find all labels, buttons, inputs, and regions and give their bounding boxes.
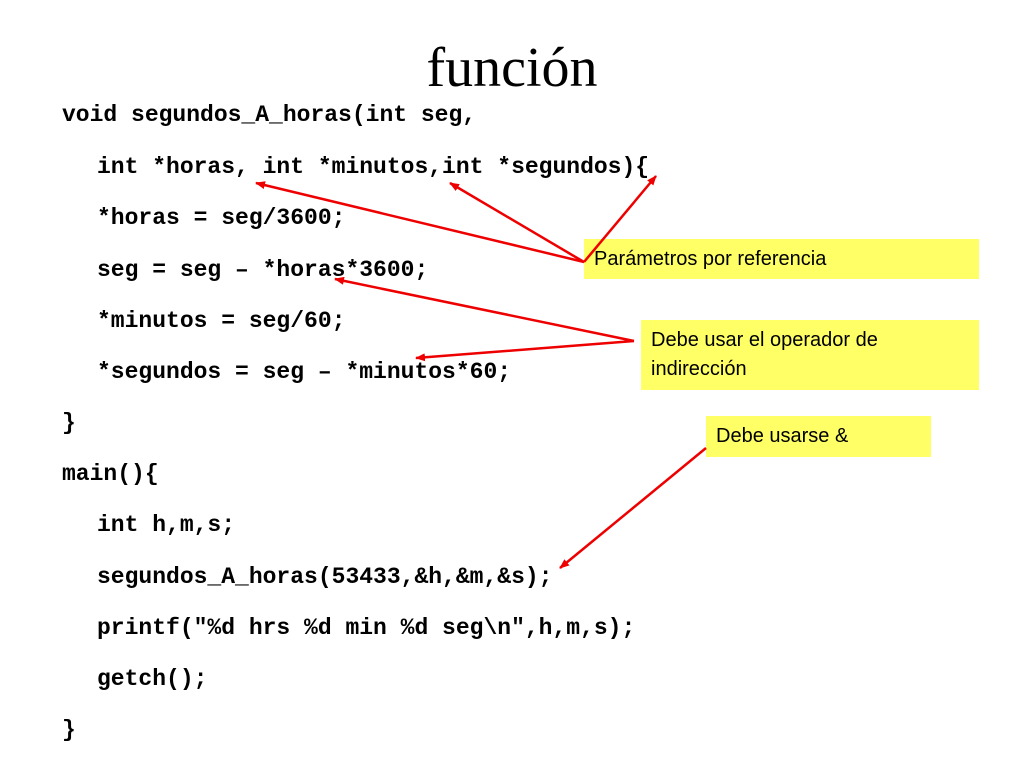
code-line-1: void segundos_A_horas(int seg, <box>62 102 477 128</box>
code-line-9: int h,m,s; <box>97 512 236 538</box>
arrow-to-minutos-60 <box>415 339 635 362</box>
code-line-8: main(){ <box>62 461 159 487</box>
code-line-7: } <box>62 410 76 436</box>
arrow-to-horas-3600 <box>334 276 635 343</box>
callout-parametros-referencia: Parámetros por referencia <box>584 239 979 279</box>
callout-debe-usarse-ampersand: Debe usarse & <box>706 416 931 457</box>
code-line-3: *horas = seg/3600; <box>97 205 346 231</box>
arrow-to-ampersand-args <box>559 447 707 569</box>
code-line-5: *minutos = seg/60; <box>97 308 346 334</box>
arrow-to-minutos <box>449 181 585 264</box>
code-line-10: segundos_A_horas(53433,&h,&m,&s); <box>97 564 553 590</box>
code-line-2: int *horas, int *minutos,int *segundos){ <box>97 154 650 180</box>
code-line-11: printf("%d hrs %d min %d seg\n",h,m,s); <box>97 615 636 641</box>
code-line-4: seg = seg – *horas*3600; <box>97 257 429 283</box>
slide-title: función <box>426 37 598 99</box>
callout-operador-indireccion: Debe usar el operador de indirección <box>641 320 979 390</box>
code-line-12: getch(); <box>97 666 208 692</box>
code-line-6: *segundos = seg – *minutos*60; <box>97 359 512 385</box>
code-line-13: } <box>62 717 76 743</box>
